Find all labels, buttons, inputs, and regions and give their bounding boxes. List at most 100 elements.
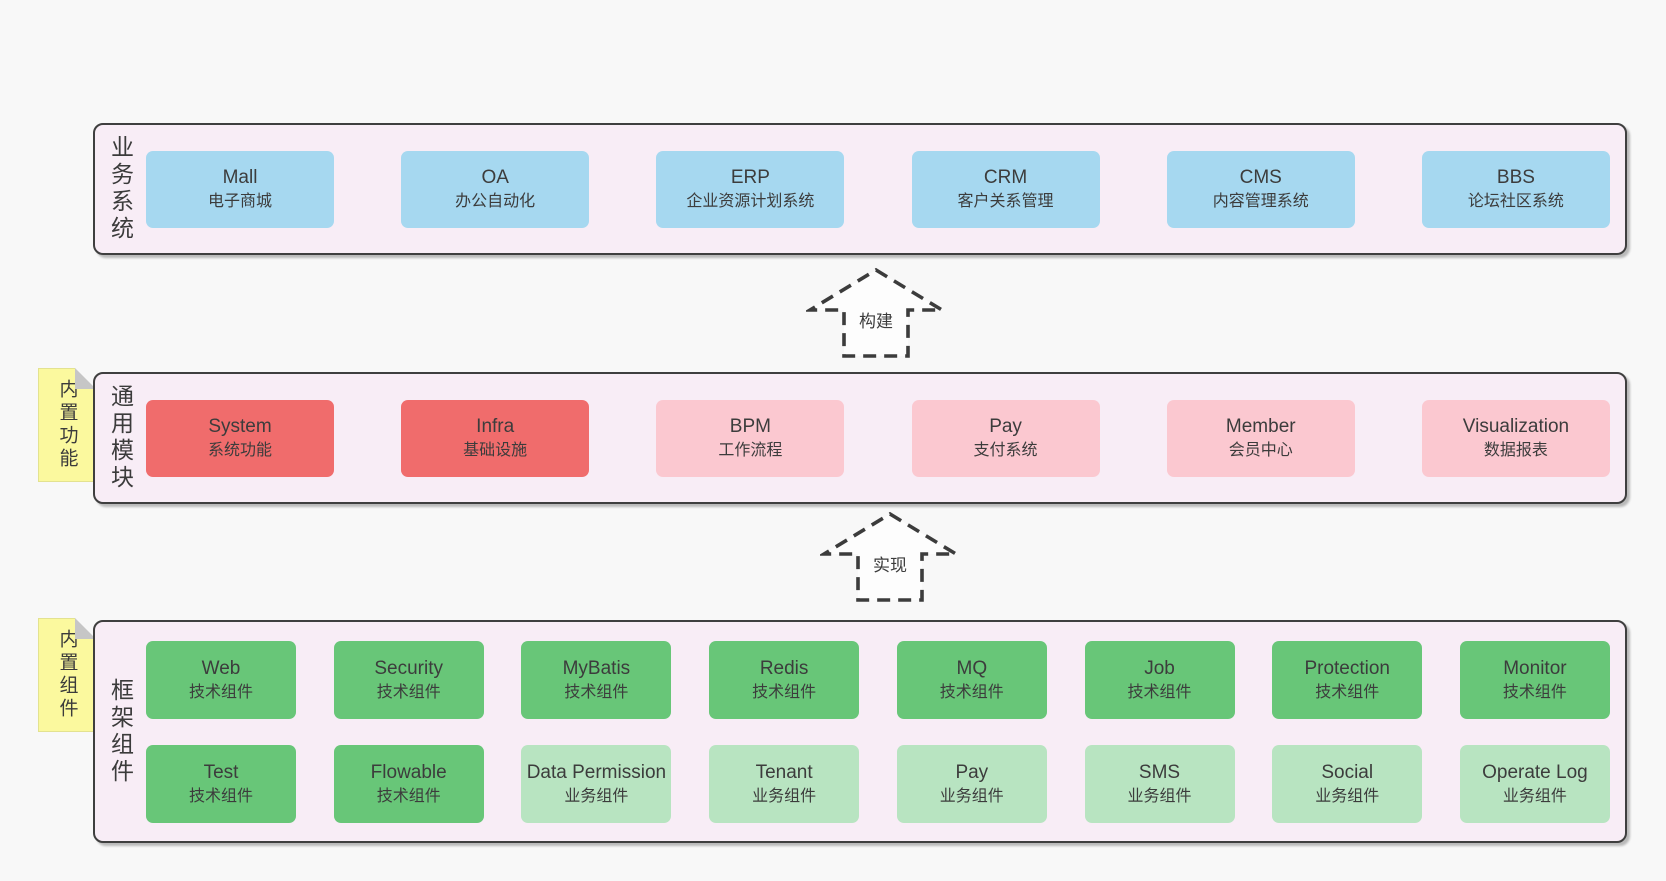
box-name: Tenant — [755, 761, 813, 783]
component-box-job: Job 技术组件 — [1084, 640, 1235, 719]
box-name: Pay — [955, 761, 989, 783]
implement-arrow: 实现 — [820, 510, 960, 604]
box-name: BBS — [1496, 167, 1535, 188]
module-box-bpm: BPM 工作流程 — [656, 399, 845, 477]
box-desc: 技术组件 — [188, 683, 253, 701]
component-box-operate-log: Operate Log 业务组件 — [1459, 744, 1610, 823]
module-box-system: System 系统功能 — [146, 399, 334, 477]
component-box-social: Social 业务组件 — [1272, 744, 1423, 823]
box-name: Operate Log — [1482, 761, 1588, 783]
box-name: CMS — [1239, 167, 1282, 188]
box-desc: 技术组件 — [376, 683, 441, 701]
box-name: Flowable — [370, 761, 447, 783]
box-name: Web — [201, 657, 241, 679]
component-box-redis: Redis 技术组件 — [709, 640, 860, 719]
sticky-note-label: 内置组件 — [56, 629, 78, 721]
box-desc: 技术组件 — [564, 683, 629, 701]
system-box-oa: OA 办公自动化 — [401, 150, 590, 228]
build-arrow-label: 构建 — [854, 306, 898, 333]
component-box-test: Test 技术组件 — [146, 744, 296, 823]
layer-panel-framework-components: 框架组件 Web 技术组件 Security 技术组件 MyBatis 技术组件… — [93, 620, 1627, 843]
component-box-data-permission: Data Permission 业务组件 — [521, 744, 672, 823]
box-desc: 电子商城 — [207, 193, 272, 210]
box-name: Protection — [1304, 657, 1390, 679]
component-box-sms: SMS 业务组件 — [1084, 744, 1235, 823]
framework-components-grid: Web 技术组件 Security 技术组件 MyBatis 技术组件 Redi… — [146, 622, 1625, 841]
layer-panel-business-systems: 业务系统 Mall 电子商城 OA 办公自动化 ERP 企业资源计划系统 CRM… — [93, 123, 1627, 255]
box-name: Mall — [222, 167, 258, 188]
box-name: ERP — [730, 167, 770, 188]
component-box-flowable: Flowable 技术组件 — [333, 744, 484, 823]
box-name: CRM — [983, 167, 1028, 188]
box-name: Redis — [759, 657, 809, 679]
component-box-mq: MQ 技术组件 — [896, 640, 1047, 719]
box-desc: 技术组件 — [939, 683, 1004, 701]
build-arrow: 构建 — [806, 266, 946, 360]
box-name: SMS — [1138, 761, 1181, 783]
sticky-note-built-in-features: 内置功能 — [38, 368, 96, 482]
system-box-bbs: BBS 论坛社区系统 — [1421, 150, 1610, 228]
system-box-erp: ERP 企业资源计划系统 — [656, 150, 845, 228]
box-name: Member — [1225, 416, 1296, 437]
box-desc: 技术组件 — [188, 787, 253, 805]
box-name: Pay — [989, 416, 1022, 437]
box-name: MQ — [956, 657, 988, 679]
layer-label-business-systems: 业务系统 — [107, 135, 134, 243]
system-box-cms: CMS 内容管理系统 — [1166, 150, 1355, 228]
sticky-note-built-in-components: 内置组件 — [38, 618, 96, 732]
common-modules-row: System 系统功能 Infra 基础设施 BPM 工作流程 Pay 支付系统… — [146, 374, 1625, 502]
box-desc: 业务组件 — [1315, 787, 1380, 805]
box-name: MyBatis — [562, 657, 631, 679]
box-desc: 业务组件 — [752, 787, 817, 805]
box-desc: 技术组件 — [376, 787, 441, 805]
box-desc: 业务组件 — [1502, 787, 1567, 805]
system-box-mall: Mall 电子商城 — [146, 150, 334, 228]
component-box-tenant: Tenant 业务组件 — [709, 744, 860, 823]
box-desc: 论坛社区系统 — [1467, 193, 1564, 210]
box-desc: 业务组件 — [1127, 787, 1192, 805]
module-box-pay: Pay 支付系统 — [911, 399, 1100, 477]
box-name: Monitor — [1503, 657, 1567, 679]
component-box-web: Web 技术组件 — [146, 640, 296, 719]
box-name: Test — [203, 761, 239, 783]
component-box-pay: Pay 业务组件 — [896, 744, 1047, 823]
box-desc: 技术组件 — [1502, 683, 1567, 701]
box-name: Social — [1321, 761, 1374, 783]
box-name: Visualization — [1462, 416, 1570, 437]
box-desc: 技术组件 — [1127, 683, 1192, 701]
component-box-protection: Protection 技术组件 — [1272, 640, 1423, 719]
box-name: Infra — [476, 416, 515, 437]
box-name: Security — [374, 657, 444, 679]
box-desc: 基础设施 — [463, 442, 528, 459]
framework-components-row-2: Test 技术组件 Flowable 技术组件 Data Permission … — [146, 744, 1610, 823]
box-desc: 企业资源计划系统 — [686, 193, 815, 210]
box-desc: 业务组件 — [939, 787, 1004, 805]
box-desc: 支付系统 — [973, 442, 1038, 459]
box-desc: 技术组件 — [1315, 683, 1380, 701]
layer-panel-common-modules: 通用模块 System 系统功能 Infra 基础设施 BPM 工作流程 Pay… — [93, 372, 1627, 504]
box-desc: 技术组件 — [752, 683, 817, 701]
business-systems-row: Mall 电子商城 OA 办公自动化 ERP 企业资源计划系统 CRM 客户关系… — [146, 125, 1625, 253]
box-name: Data Permission — [526, 761, 667, 783]
page-fold-icon — [75, 618, 96, 639]
box-name: OA — [481, 167, 509, 188]
box-desc: 工作流程 — [718, 442, 783, 459]
box-desc: 会员中心 — [1228, 442, 1293, 459]
page-fold-icon — [75, 368, 96, 389]
implement-arrow-label: 实现 — [868, 550, 912, 577]
system-box-crm: CRM 客户关系管理 — [911, 150, 1100, 228]
box-desc: 办公自动化 — [455, 193, 536, 210]
sticky-note-label: 内置功能 — [56, 379, 78, 471]
component-box-monitor: Monitor 技术组件 — [1459, 640, 1610, 719]
layer-label-framework-components: 框架组件 — [107, 677, 134, 786]
framework-components-row-1: Web 技术组件 Security 技术组件 MyBatis 技术组件 Redi… — [146, 640, 1610, 719]
box-name: Job — [1144, 657, 1175, 679]
box-desc: 业务组件 — [564, 787, 629, 805]
box-desc: 数据报表 — [1483, 442, 1548, 459]
box-name: BPM — [729, 416, 771, 437]
module-box-member: Member 会员中心 — [1166, 399, 1355, 477]
component-box-mybatis: MyBatis 技术组件 — [521, 640, 672, 719]
box-desc: 客户关系管理 — [957, 193, 1054, 210]
module-box-infra: Infra 基础设施 — [401, 399, 590, 477]
